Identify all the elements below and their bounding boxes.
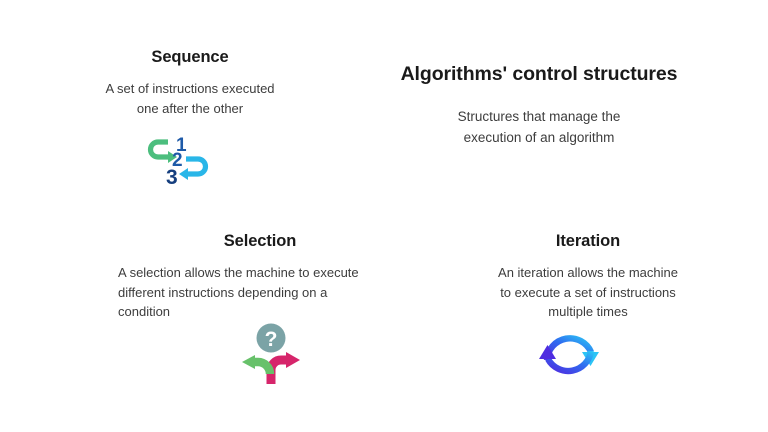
iteration-heading: Iteration (555, 232, 621, 250)
sequence-number-2: 2 (172, 150, 183, 171)
main-title-block: Algorithms' control structures Structure… (374, 63, 704, 148)
iteration-text-block: Iteration An iteration allows the machin… (452, 232, 724, 322)
selection-heading: Selection (223, 232, 297, 250)
sequence-number-3: 3 (166, 166, 178, 189)
selection-description: A selection allows the machine to execut… (118, 264, 359, 320)
question-mark-glyph: ? (265, 328, 278, 351)
iteration-loop-arrows-icon (534, 324, 604, 386)
selection-text-block: Selection A selection allows the machine… (100, 232, 420, 322)
sequence-heading: Sequence (151, 48, 229, 66)
selection-fork-arrows-icon: ? (234, 322, 308, 386)
sequence-number-1: 1 (176, 135, 187, 156)
sequence-numbers-arrows-icon: 1 2 3 (146, 132, 222, 194)
question-circle (256, 323, 286, 353)
page-title: Algorithms' control structures (400, 63, 678, 85)
